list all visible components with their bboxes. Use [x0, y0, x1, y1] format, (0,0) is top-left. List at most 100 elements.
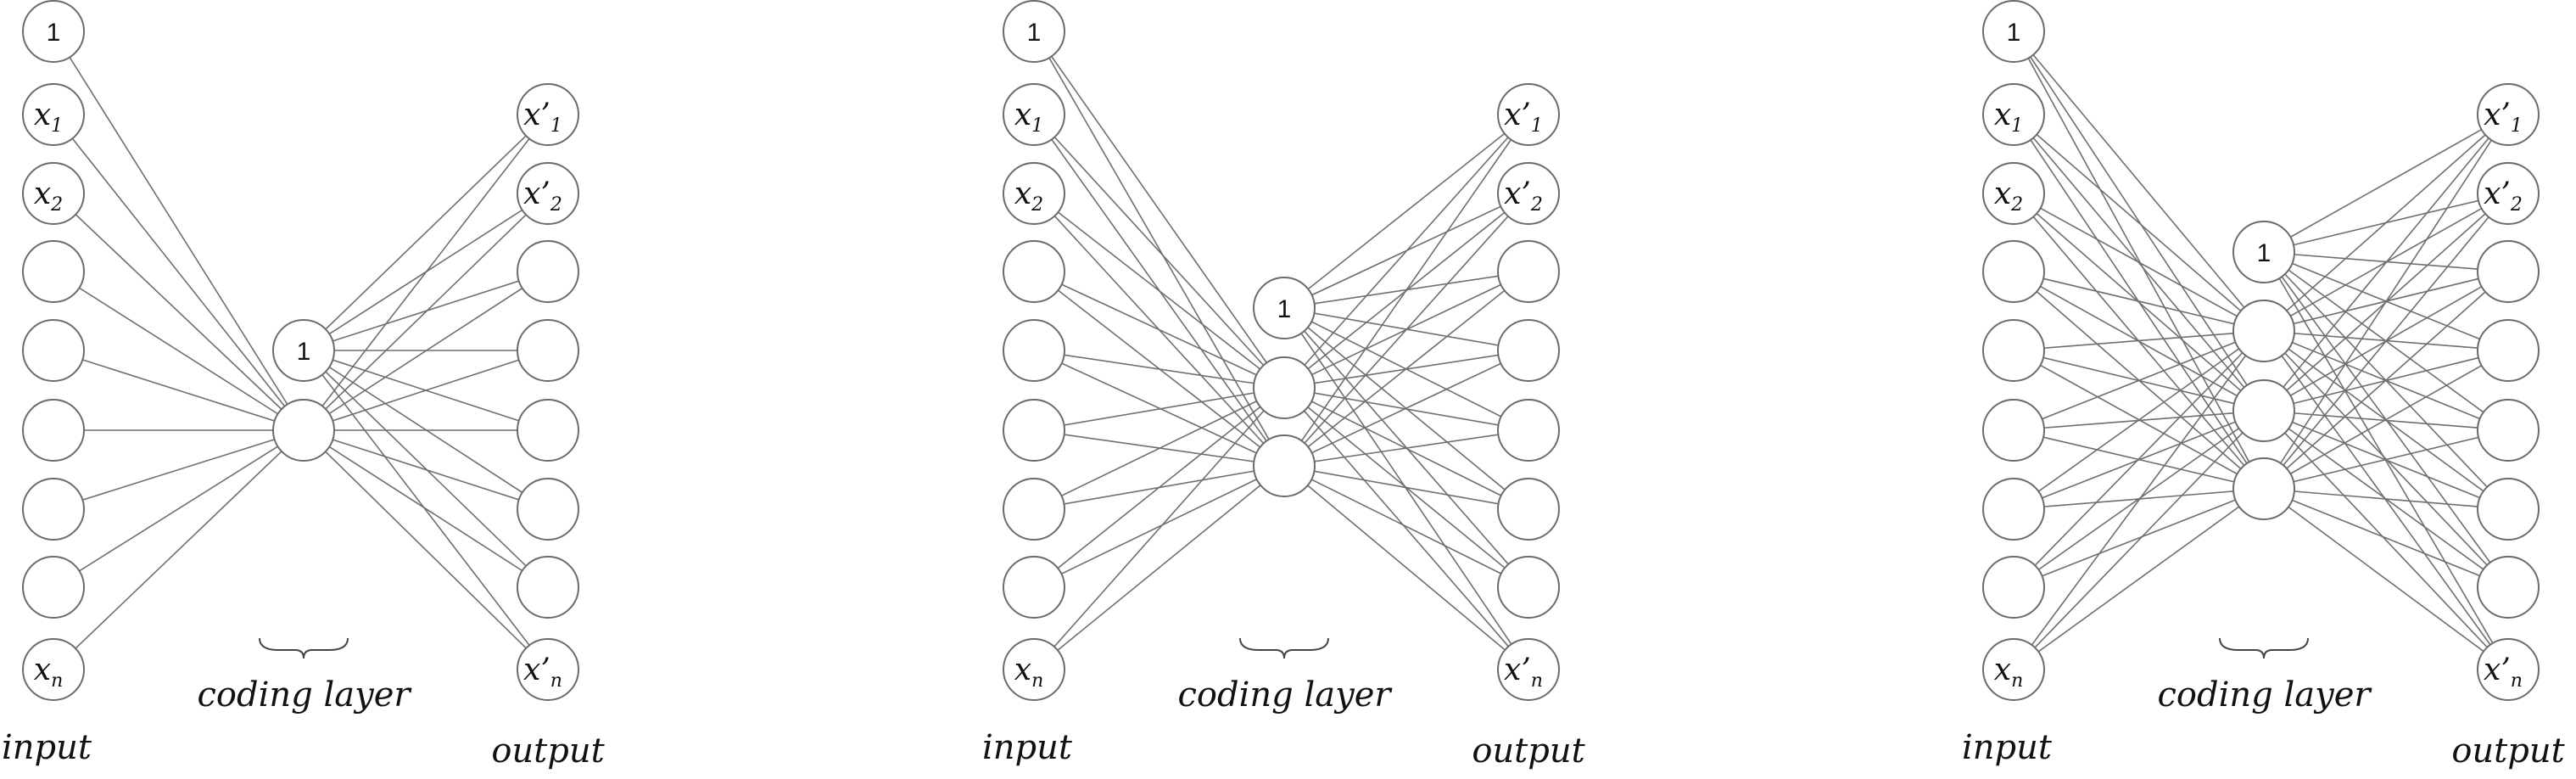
- coding-layer-brace: [259, 637, 349, 659]
- output-node-0: x’1: [517, 83, 579, 146]
- edge-h0-out7: [2263, 251, 2509, 670]
- output-node-0-label: x’1: [2484, 98, 2523, 137]
- output-node-3-circle: [2477, 319, 2540, 382]
- hidden-bias-node-circle: [2232, 221, 2295, 283]
- input-node-6-circle: [22, 478, 85, 541]
- input-node-0-label: 1: [1027, 19, 1042, 47]
- output-node-0-circle: [517, 83, 579, 146]
- input-node-0-label: 1: [2007, 19, 2021, 47]
- input-node-1-label-main: x: [1014, 98, 1031, 132]
- output-node-1-label-sub: 2: [1530, 194, 1543, 216]
- output-node-4-circle: [517, 399, 579, 462]
- input-node-8-label-main: x: [1014, 653, 1031, 687]
- input-label: input: [2, 728, 92, 767]
- input-node-1-label-sub: 1: [1031, 115, 1043, 137]
- edge-in3-h0: [2013, 271, 2265, 332]
- input-node-3-circle: [22, 240, 85, 303]
- input-node-1-label-sub: 1: [51, 115, 63, 137]
- output-node-0-circle: [1497, 83, 1560, 146]
- output-node-4-circle: [1497, 399, 1560, 462]
- output-node-7: x’n: [1497, 638, 1560, 701]
- output-node-1-label-main: x’: [523, 177, 550, 211]
- edge-h2-out2: [1283, 271, 1529, 467]
- input-node-6: [1982, 478, 2045, 541]
- input-node-4: [1003, 319, 1065, 382]
- input-node-5: [1982, 399, 2045, 462]
- input-node-2-label: x2: [1014, 177, 1043, 216]
- edge-h2-out0: [1283, 114, 1529, 467]
- input-node-8: xn: [1003, 638, 1065, 701]
- output-node-2: [2477, 240, 2540, 303]
- output-node-7-label-sub: n: [2511, 670, 2523, 692]
- output-node-3: [517, 319, 579, 382]
- output-node-5-circle: [517, 478, 579, 541]
- edge-in8-h0: [53, 429, 305, 670]
- edge-in8-h1: [2013, 410, 2265, 670]
- output-node-7-label: x’n: [1504, 653, 1543, 692]
- edge-h3-out3: [2263, 350, 2509, 490]
- output-node-1-label-sub: 2: [550, 194, 562, 216]
- output-node-2-circle: [1497, 240, 1560, 303]
- output-node-1: x’2: [1497, 162, 1560, 225]
- edge-in5-h0: [1033, 387, 1285, 431]
- input-node-5: [1003, 399, 1065, 462]
- hidden-unit-1-circle: [2232, 379, 2295, 442]
- output-node-4: [1497, 399, 1560, 462]
- hidden-bias-node: 1: [2232, 221, 2295, 283]
- edge-h0-out0: [2263, 114, 2509, 253]
- input-node-8-label: xn: [1994, 653, 2023, 692]
- input-node-1-label-sub: 1: [2011, 115, 2023, 137]
- edge-h3-out1: [2263, 193, 2509, 490]
- output-node-6: [2477, 556, 2540, 619]
- input-node-8: xn: [1982, 638, 2045, 701]
- input-node-0-circle: [1003, 0, 1065, 63]
- edge-h0-out6: [303, 350, 549, 588]
- edge-in3-h0: [1033, 271, 1285, 389]
- input-label: input: [1962, 728, 2053, 767]
- input-node-3-circle: [1003, 240, 1065, 303]
- input-node-1-circle: [22, 83, 85, 146]
- input-node-7: [22, 556, 85, 619]
- input-node-8-circle: [1003, 638, 1065, 701]
- output-node-5: [2477, 478, 2540, 541]
- edge-in7-h0: [53, 429, 305, 588]
- input-node-7-circle: [1982, 556, 2045, 619]
- output-node-0-label-sub: 1: [550, 115, 562, 137]
- hidden-unit-0-circle: [1253, 356, 1316, 419]
- output-node-1-label-main: x’: [2484, 177, 2511, 211]
- input-node-4: [1982, 319, 2045, 382]
- edge-in0-h0: [1033, 31, 1285, 389]
- output-node-7-circle: [2477, 638, 2540, 701]
- hidden-bias-node-circle: [272, 319, 335, 382]
- input-node-2-circle: [1003, 162, 1065, 225]
- edge-h3-out2: [2263, 271, 2509, 490]
- output-node-0-label: x’1: [1504, 98, 1543, 137]
- hidden-unit-0: [2232, 300, 2295, 362]
- input-node-7: [1003, 556, 1065, 619]
- input-node-2-label-sub: 2: [2010, 194, 2023, 216]
- input-node-8-label: xn: [1014, 653, 1043, 692]
- edge-h2-out4: [2263, 410, 2509, 431]
- input-node-0: 1: [22, 0, 85, 63]
- output-node-4: [2477, 399, 2540, 462]
- output-node-6-circle: [2477, 556, 2540, 619]
- output-label: output: [1472, 731, 1585, 771]
- edge-h3-out7: [2263, 488, 2509, 670]
- output-node-1-label-main: x’: [1504, 177, 1531, 211]
- edge-in4-h1: [1033, 350, 1285, 467]
- edge-in1-h0: [1033, 114, 1285, 389]
- edge-in0-h2: [2013, 31, 2265, 490]
- input-node-2-circle: [22, 162, 85, 225]
- edges-layer: [53, 31, 2509, 670]
- edge-in7-h1: [2013, 410, 2265, 588]
- edge-in1-h0: [2013, 114, 2265, 332]
- input-node-6: [22, 478, 85, 541]
- edge-h1-out7: [1283, 387, 1529, 670]
- output-node-1-circle: [1497, 162, 1560, 225]
- input-node-1: x1: [22, 83, 85, 146]
- input-node-6-circle: [1003, 478, 1065, 541]
- output-node-3-circle: [517, 319, 579, 382]
- input-node-8-label: xn: [34, 653, 63, 692]
- edge-h2-out6: [1283, 465, 1529, 588]
- output-node-0-label-main: x’: [2484, 98, 2511, 132]
